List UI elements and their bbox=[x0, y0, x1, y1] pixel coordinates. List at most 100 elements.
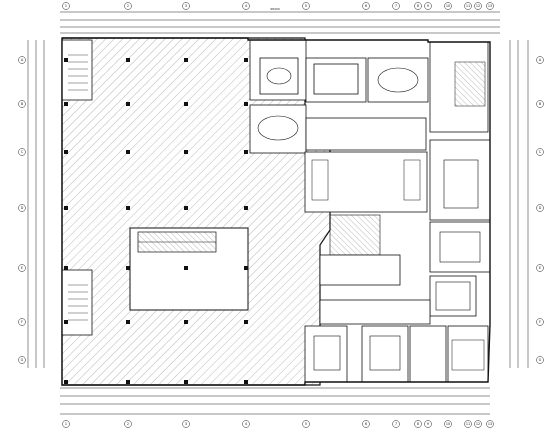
column bbox=[64, 380, 68, 384]
column-axis-label: 10 bbox=[446, 4, 450, 8]
column-axis-bubble bbox=[182, 2, 190, 10]
column-axis-bubble bbox=[242, 2, 250, 10]
room-mid-center bbox=[304, 151, 428, 213]
column bbox=[64, 150, 68, 154]
column-axis-bubble bbox=[62, 2, 70, 10]
stair-core bbox=[329, 214, 381, 256]
column-axis-bubble bbox=[464, 420, 472, 428]
column-axis-label: 8 bbox=[417, 422, 419, 426]
column-axis-label: 11 bbox=[466, 422, 470, 426]
room-top-c bbox=[367, 57, 429, 103]
column-axis-label: 9 bbox=[427, 4, 429, 8]
room-r3 bbox=[429, 275, 477, 317]
row-axis-label: E bbox=[21, 266, 23, 270]
column-axis-bubble bbox=[302, 2, 310, 10]
room-mid-a bbox=[249, 104, 307, 154]
column bbox=[244, 150, 248, 154]
column bbox=[126, 58, 130, 62]
row-axis-bubble bbox=[536, 356, 544, 364]
column-axis-label: 6 bbox=[365, 422, 367, 426]
column-axis-label: 6 bbox=[365, 4, 367, 8]
column-axis-bubble bbox=[414, 420, 422, 428]
column-axis-bubble bbox=[182, 420, 190, 428]
column-axis-bubble bbox=[392, 2, 400, 10]
column-axis-label: 1 bbox=[65, 4, 67, 8]
column-axis-bubble bbox=[392, 420, 400, 428]
column-axis-bubble bbox=[474, 420, 482, 428]
top-dimension-lines bbox=[60, 11, 500, 34]
corridor-lower bbox=[319, 299, 431, 325]
row-axis-label: D bbox=[539, 206, 542, 210]
right-dimension-lines bbox=[509, 40, 529, 368]
stair-top-left bbox=[61, 39, 93, 101]
left-dimension-lines bbox=[27, 40, 45, 368]
corridor-upper bbox=[305, 117, 427, 151]
column bbox=[64, 102, 68, 106]
row-axis-label: C bbox=[21, 150, 24, 154]
row-axis-label: F bbox=[21, 320, 23, 324]
column bbox=[184, 206, 188, 210]
row-axis-bubble bbox=[18, 204, 26, 212]
column-axis-label: 4 bbox=[245, 422, 247, 426]
column-axis-bubble bbox=[424, 2, 432, 10]
row-axis-label: E bbox=[539, 266, 541, 270]
column bbox=[184, 102, 188, 106]
row-axis-bubble bbox=[18, 100, 26, 108]
stair-bottom-left bbox=[61, 269, 93, 336]
row-axis-bubble bbox=[536, 264, 544, 272]
column-axis-label: 12 bbox=[476, 4, 480, 8]
row-axis-bubble bbox=[18, 356, 26, 364]
column-axis-label: 7 bbox=[395, 4, 397, 8]
column-axis-label: 3 bbox=[185, 4, 187, 8]
row-axis-label: F bbox=[539, 320, 541, 324]
column bbox=[126, 102, 130, 106]
column bbox=[126, 380, 130, 384]
column-axis-label: 2 bbox=[127, 4, 129, 8]
column-axis-label: 1 bbox=[65, 422, 67, 426]
room-top-b bbox=[305, 57, 367, 103]
column bbox=[126, 150, 130, 154]
upper-rooms bbox=[249, 39, 491, 325]
column bbox=[184, 150, 188, 154]
lower-rooms bbox=[304, 325, 489, 383]
row-axis-label: G bbox=[21, 358, 24, 362]
column bbox=[184, 380, 188, 384]
column-axis-bubble bbox=[444, 2, 452, 10]
column-axis-bubble bbox=[362, 420, 370, 428]
column-axis-label: 5 bbox=[305, 422, 307, 426]
column bbox=[64, 320, 68, 324]
column bbox=[244, 320, 248, 324]
lift-lobby bbox=[319, 254, 401, 286]
column-axis-bubble bbox=[486, 420, 494, 428]
row-axis-bubble bbox=[18, 264, 26, 272]
row-axis-bubble bbox=[18, 148, 26, 156]
row-axis-bubble bbox=[18, 56, 26, 64]
column bbox=[126, 266, 130, 270]
column-axis-bubble bbox=[62, 420, 70, 428]
column bbox=[64, 206, 68, 210]
column bbox=[244, 102, 248, 106]
row-axis-label: D bbox=[21, 206, 24, 210]
building-outline bbox=[61, 37, 491, 386]
row-axis-label: B bbox=[539, 102, 542, 106]
column bbox=[64, 266, 68, 270]
row-axis-bubble bbox=[536, 56, 544, 64]
column-axis-bubble bbox=[486, 2, 494, 10]
column-axis-label: 5 bbox=[305, 4, 307, 8]
column-axis-bubble bbox=[464, 2, 472, 10]
column bbox=[244, 266, 248, 270]
row-axis-label: C bbox=[539, 150, 542, 154]
dimension-overall-top: 98400 bbox=[270, 7, 280, 11]
column-axis-label: 2 bbox=[127, 422, 129, 426]
column-axis-label: 9 bbox=[427, 422, 429, 426]
room-b4 bbox=[447, 325, 489, 383]
row-axis-bubble bbox=[536, 100, 544, 108]
column-axis-bubble bbox=[302, 420, 310, 428]
room-b1 bbox=[304, 325, 348, 383]
column bbox=[184, 266, 188, 270]
column-axis-label: 11 bbox=[466, 4, 470, 8]
column-axis-label: 13 bbox=[488, 4, 492, 8]
column-axis-bubble bbox=[474, 2, 482, 10]
column bbox=[126, 320, 130, 324]
